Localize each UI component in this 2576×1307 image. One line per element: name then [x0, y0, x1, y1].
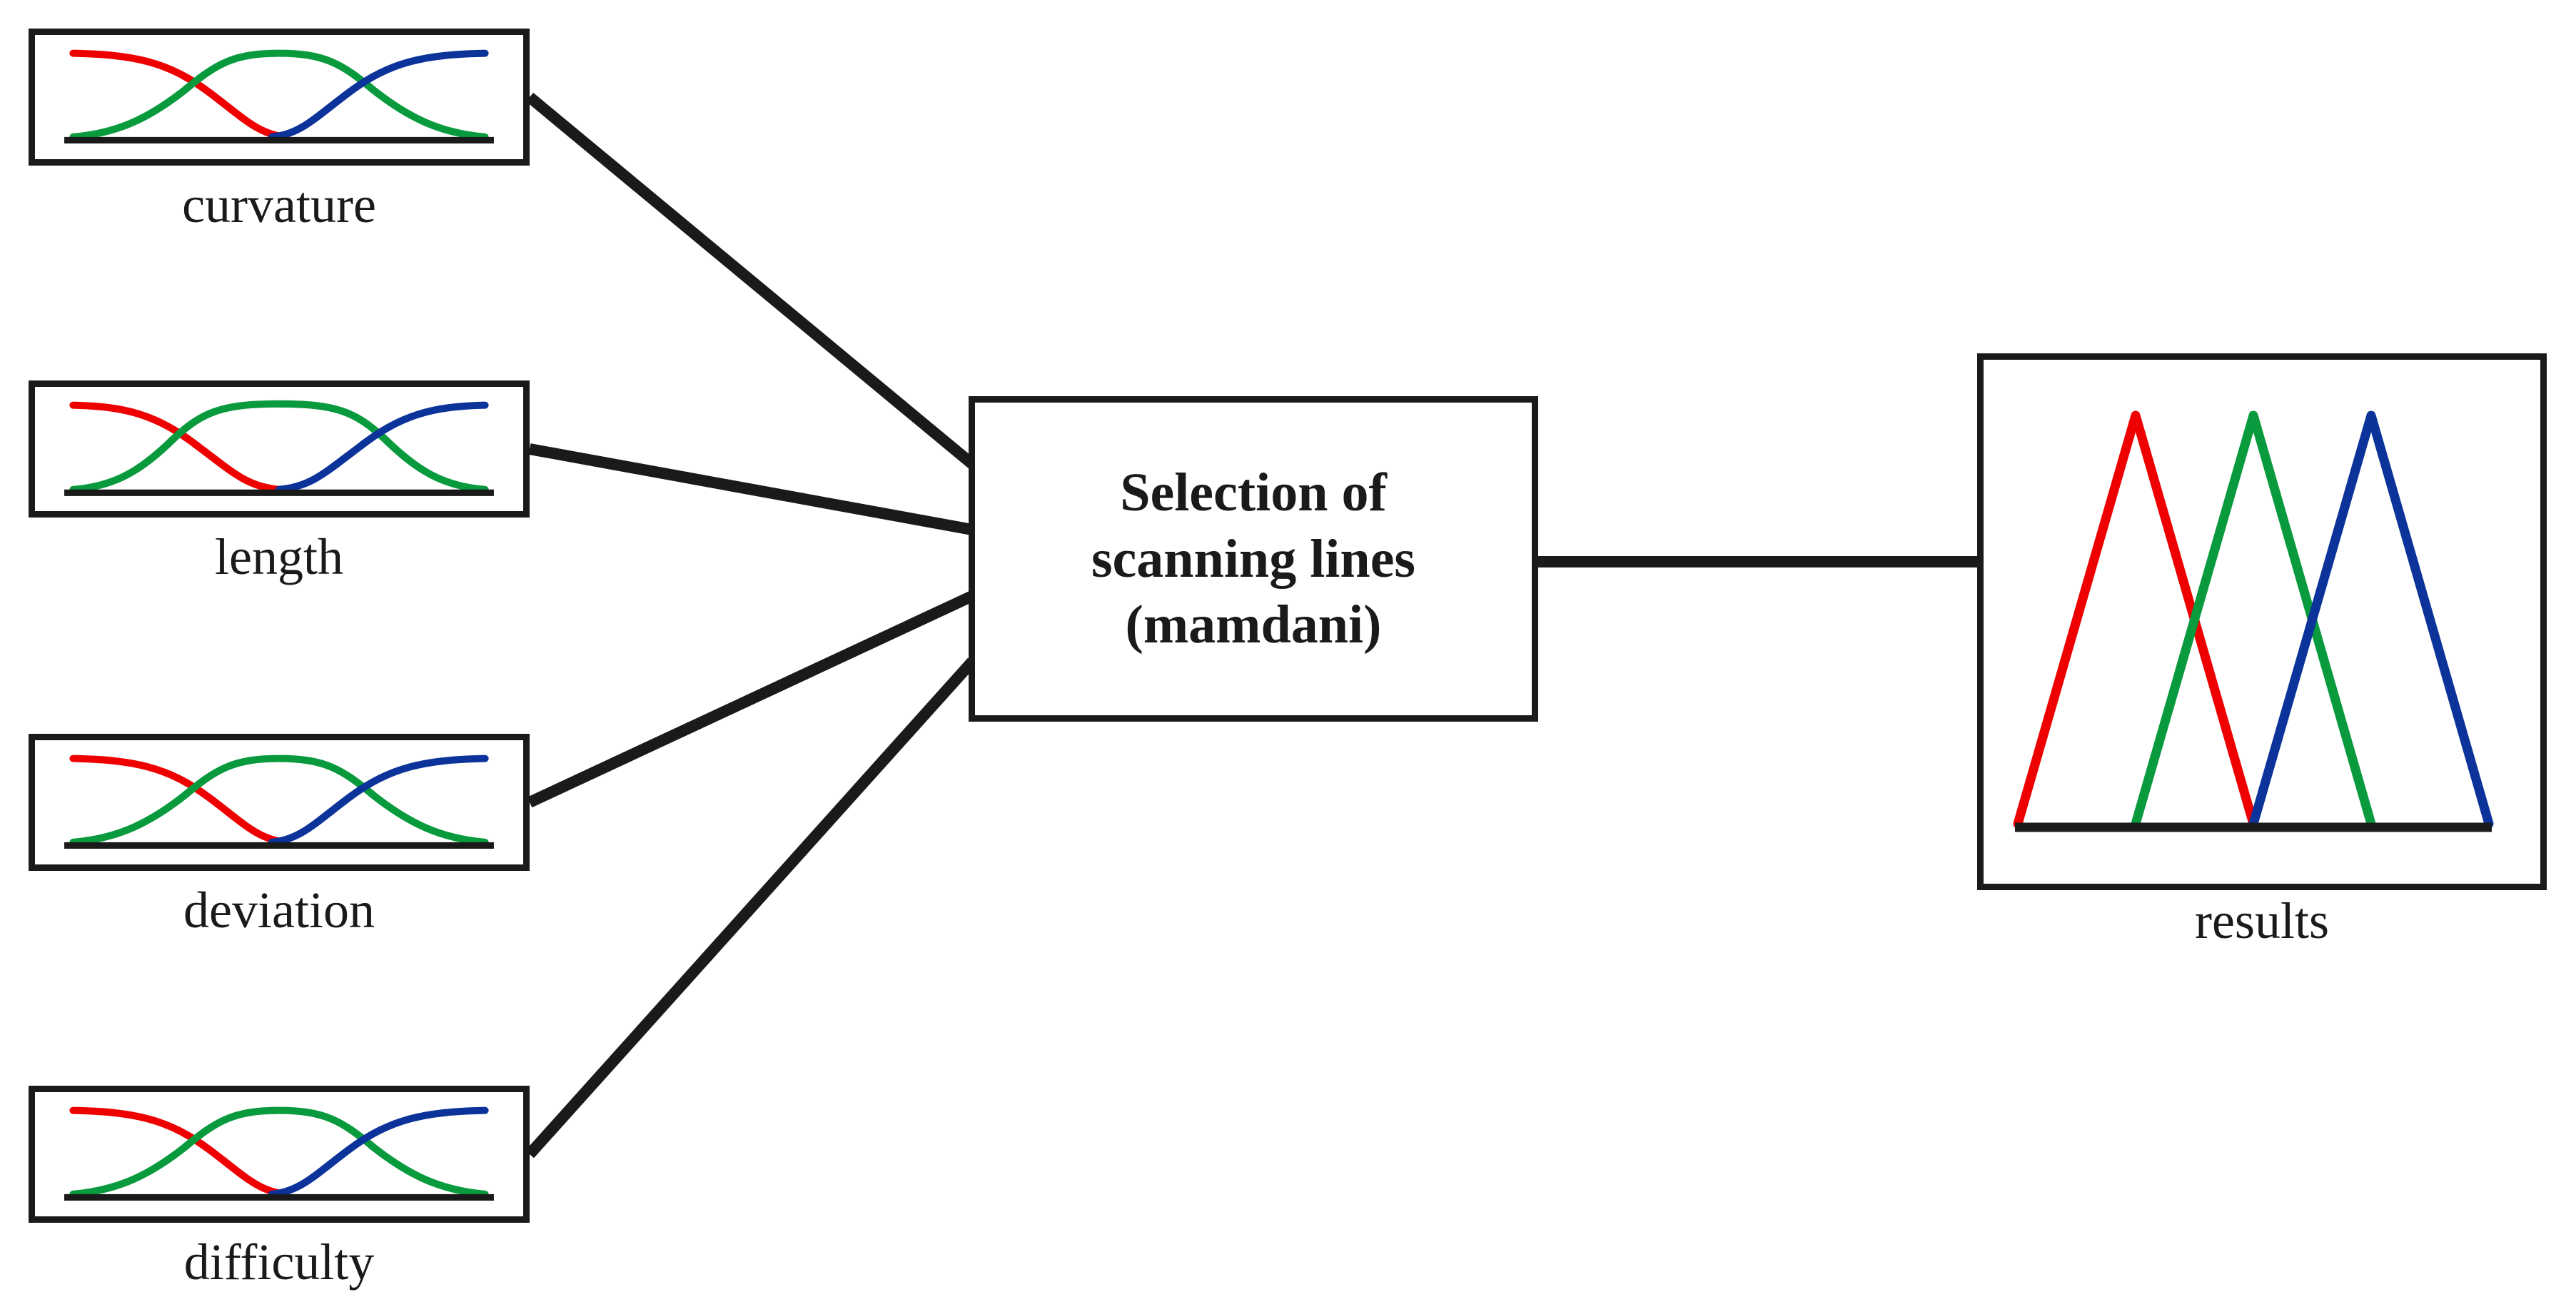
membership-plot-difficulty — [64, 1106, 494, 1201]
curve-high-length — [275, 401, 489, 493]
membership-plot-results — [2013, 410, 2494, 832]
curve-medium-curvature — [69, 49, 489, 141]
triangle-medium-results — [2131, 410, 2376, 829]
input-chart-difficulty[interactable] — [29, 1086, 530, 1223]
curve-low-curvature — [69, 49, 291, 141]
connector-curvature-to-process — [525, 92, 976, 469]
curve-high-curvature — [268, 49, 489, 141]
curve-medium-length — [69, 400, 489, 493]
process-box-label: Selection of scanning lines (mamdani) — [1091, 462, 1416, 655]
input-label-curvature: curvature — [182, 176, 376, 233]
output-chart-results[interactable] — [1977, 353, 2547, 890]
connector-difficulty-to-process — [525, 657, 976, 1159]
curve-medium-deviation — [69, 755, 489, 846]
curve-low-length — [69, 401, 283, 493]
process-box-selection-of-scanning-lines[interactable]: Selection of scanning lines (mamdani) — [969, 396, 1538, 722]
input-chart-curvature[interactable] — [29, 29, 530, 166]
triangle-high-results — [2248, 410, 2494, 829]
membership-plot-deviation — [64, 755, 494, 849]
connector-length-to-process — [528, 443, 974, 535]
membership-plot-curvature — [64, 49, 494, 144]
input-chart-deviation[interactable] — [29, 734, 530, 871]
triangle-low-results — [2013, 410, 2258, 829]
input-label-difficulty: difficulty — [183, 1233, 375, 1291]
input-label-deviation: deviation — [183, 882, 375, 939]
connector-deviation-to-process — [527, 590, 975, 808]
input-label-length: length — [215, 528, 343, 585]
output-label-results: results — [2195, 892, 2329, 949]
curve-low-deviation — [69, 755, 291, 846]
curve-medium-difficulty — [69, 1106, 489, 1198]
curve-high-difficulty — [268, 1106, 489, 1198]
membership-plot-length — [64, 400, 494, 496]
curve-low-difficulty — [69, 1106, 291, 1198]
input-chart-length[interactable] — [29, 380, 530, 518]
curve-high-deviation — [268, 755, 489, 846]
